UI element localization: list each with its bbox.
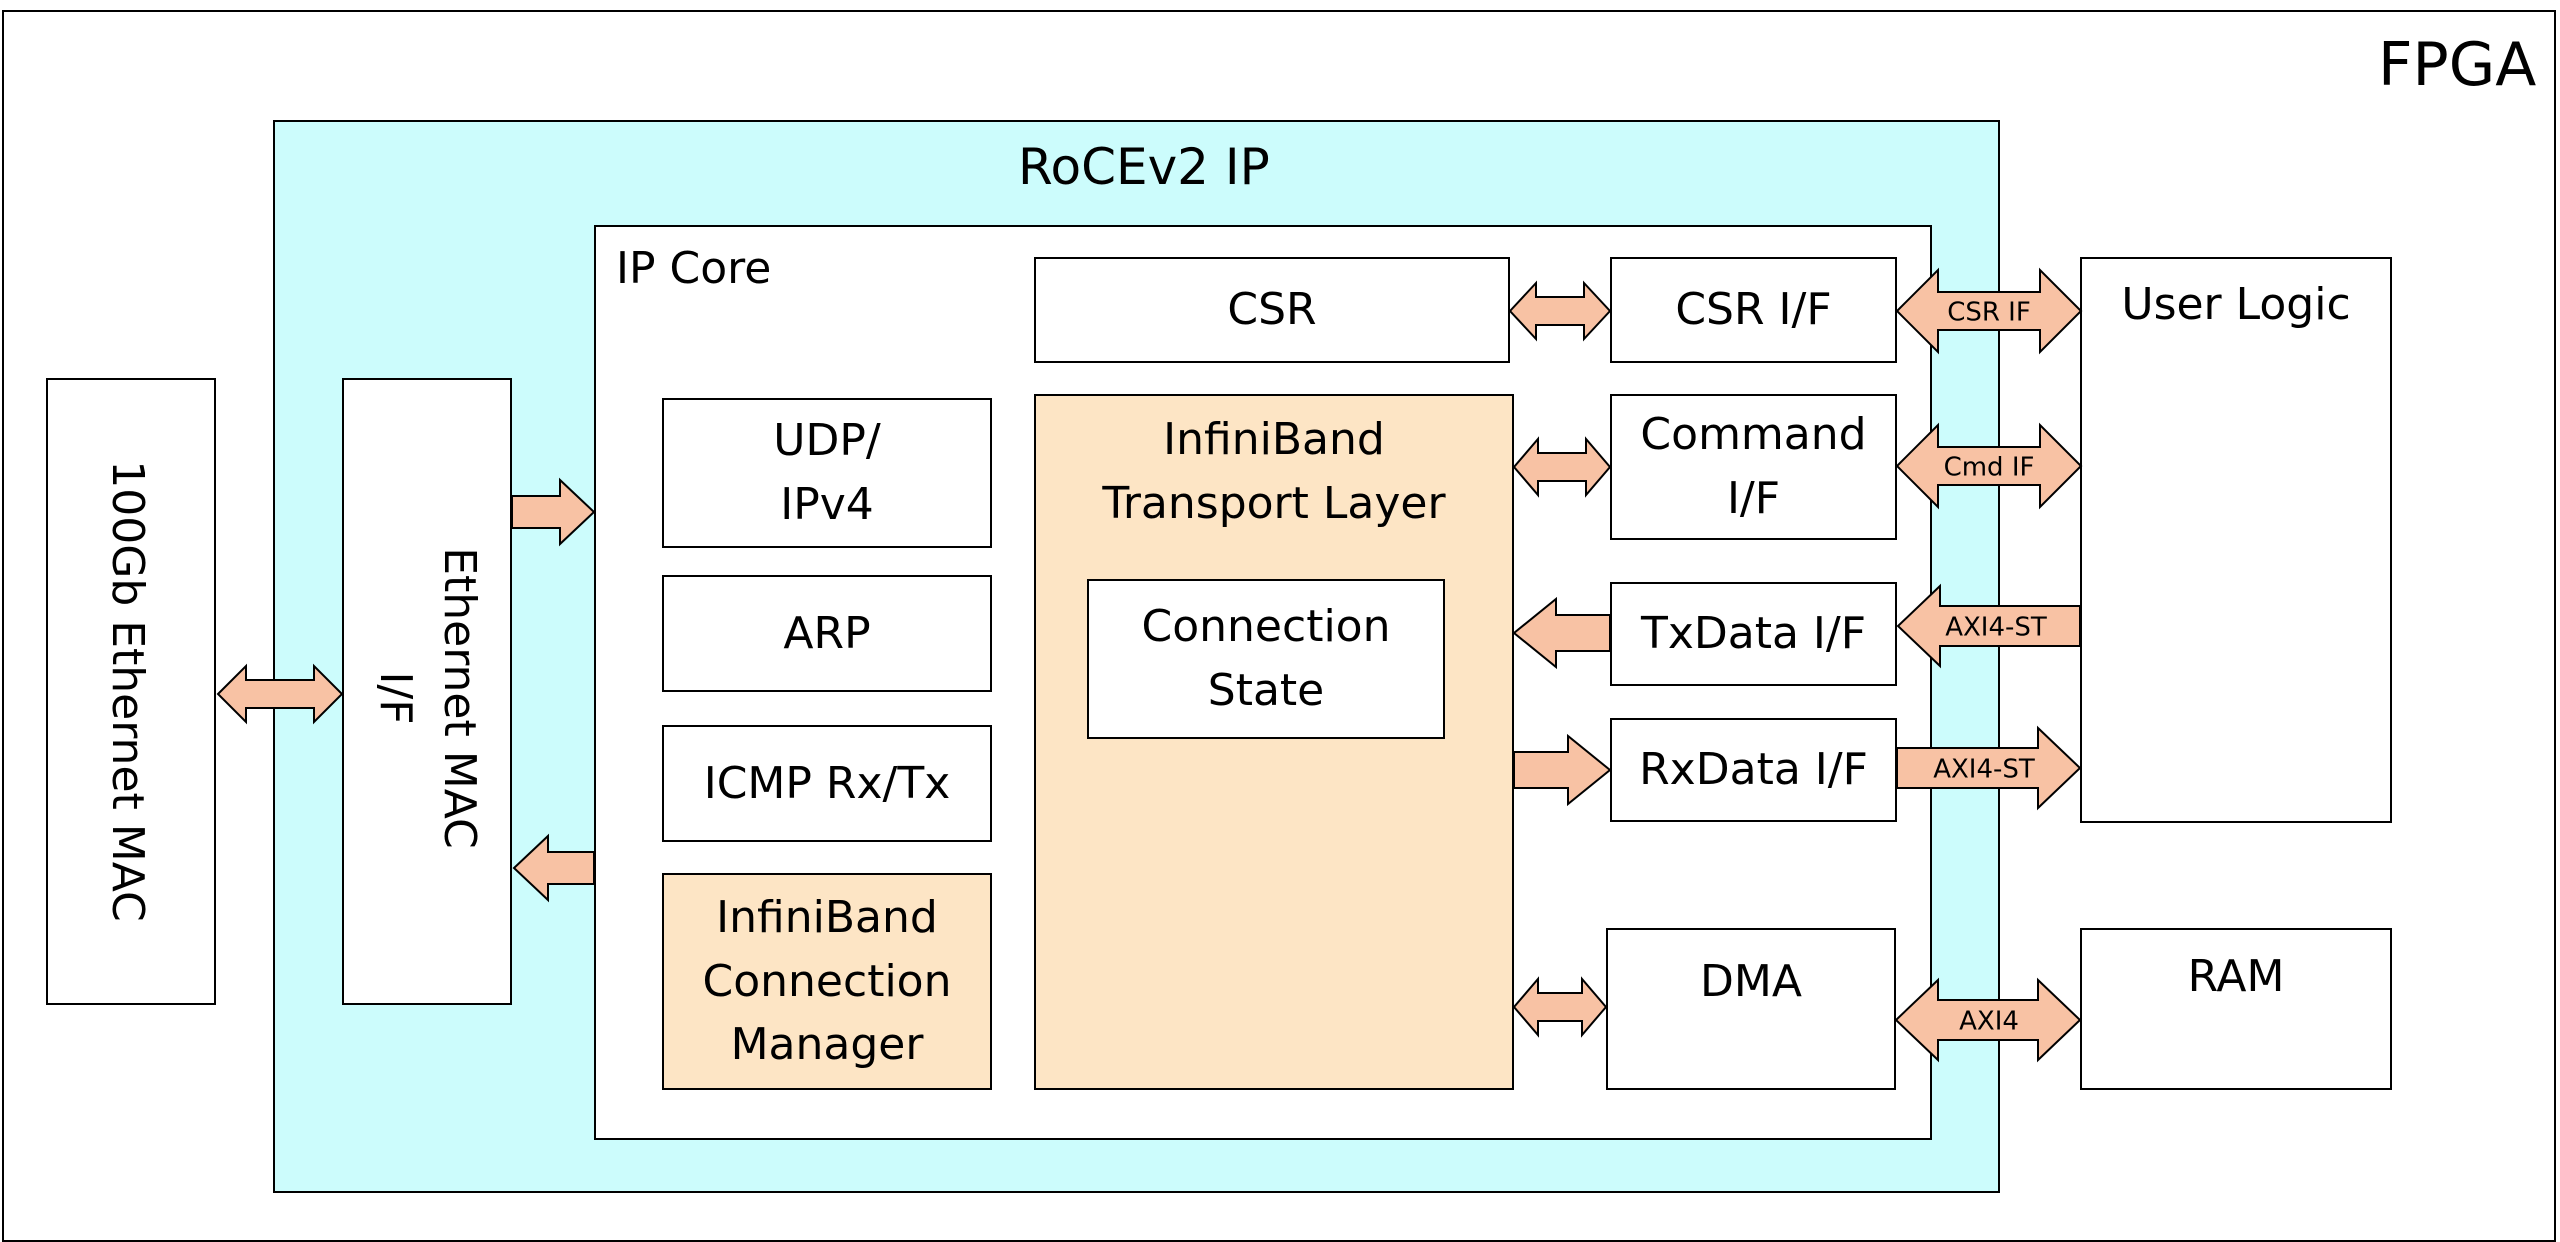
ethernet-mac-100g-block (46, 378, 216, 1005)
arrow-label-axi4: AXI4 (1959, 1007, 2019, 1037)
arrow-axi4-st-rx (1896, 725, 2082, 811)
arrow-transport-to-rxdata (1513, 733, 1612, 807)
arrow-ipcore-to-mac-if (512, 833, 595, 903)
arrow-transport-to-dma (1512, 976, 1608, 1038)
udp-ipv4-block: UDP/ IPv4 (662, 398, 992, 548)
arrow-transport-to-command-if (1512, 436, 1612, 498)
rocev2-ip-label: RoCEv2 IP (1018, 138, 1270, 196)
arrow-label-csr-if: CSR IF (1947, 298, 2031, 328)
infiniband-transport-layer-block (1034, 394, 1514, 1090)
infiniband-connection-manager-block: InfiniBand Connection Manager (662, 873, 992, 1090)
arrow-txdata-to-transport (1512, 596, 1611, 670)
user-logic-block: User Logic (2080, 257, 2392, 823)
user-logic-label: User Logic (2121, 279, 2351, 330)
arrow-axi4-ram (1894, 977, 2082, 1063)
arrow-csr-if-user-logic (1895, 267, 2083, 355)
ethernet-mac-if-block (342, 378, 512, 1005)
arrow-mac-if-to-ipcore (511, 477, 596, 547)
arrow-label-axi4-st-rx: AXI4-ST (1933, 755, 2035, 785)
csr-block: CSR (1034, 257, 1510, 363)
dma-label: DMA (1700, 956, 1802, 1007)
txdata-if-block: TxData I/F (1610, 582, 1897, 686)
csr-if-block: CSR I/F (1610, 257, 1897, 363)
rxdata-if-block: RxData I/F (1610, 718, 1897, 822)
arrow-cmd-if-user-logic (1895, 422, 2083, 510)
command-if-block: Command I/F (1610, 394, 1897, 540)
arp-block: ARP (662, 575, 992, 692)
ip-core-label: IP Core (616, 243, 772, 294)
arrow-label-cmd-if: Cmd IF (1944, 453, 2035, 483)
fpga-label: FPGA (2378, 30, 2537, 100)
arrow-csr-to-csr-if (1508, 280, 1612, 342)
ram-label: RAM (2187, 951, 2285, 1002)
arrow-label-axi4-st-tx: AXI4-ST (1945, 613, 2047, 643)
connection-state-block: Connection State (1087, 579, 1445, 739)
arrow-mac-to-mac-if (216, 663, 344, 725)
arrow-axi4-st-tx (1896, 583, 2081, 669)
icmp-block: ICMP Rx/Tx (662, 725, 992, 842)
infiniband-transport-layer-label: InfiniBand Transport Layer (1102, 414, 1446, 529)
dma-block: DMA (1606, 928, 1896, 1090)
ram-block: RAM (2080, 928, 2392, 1090)
